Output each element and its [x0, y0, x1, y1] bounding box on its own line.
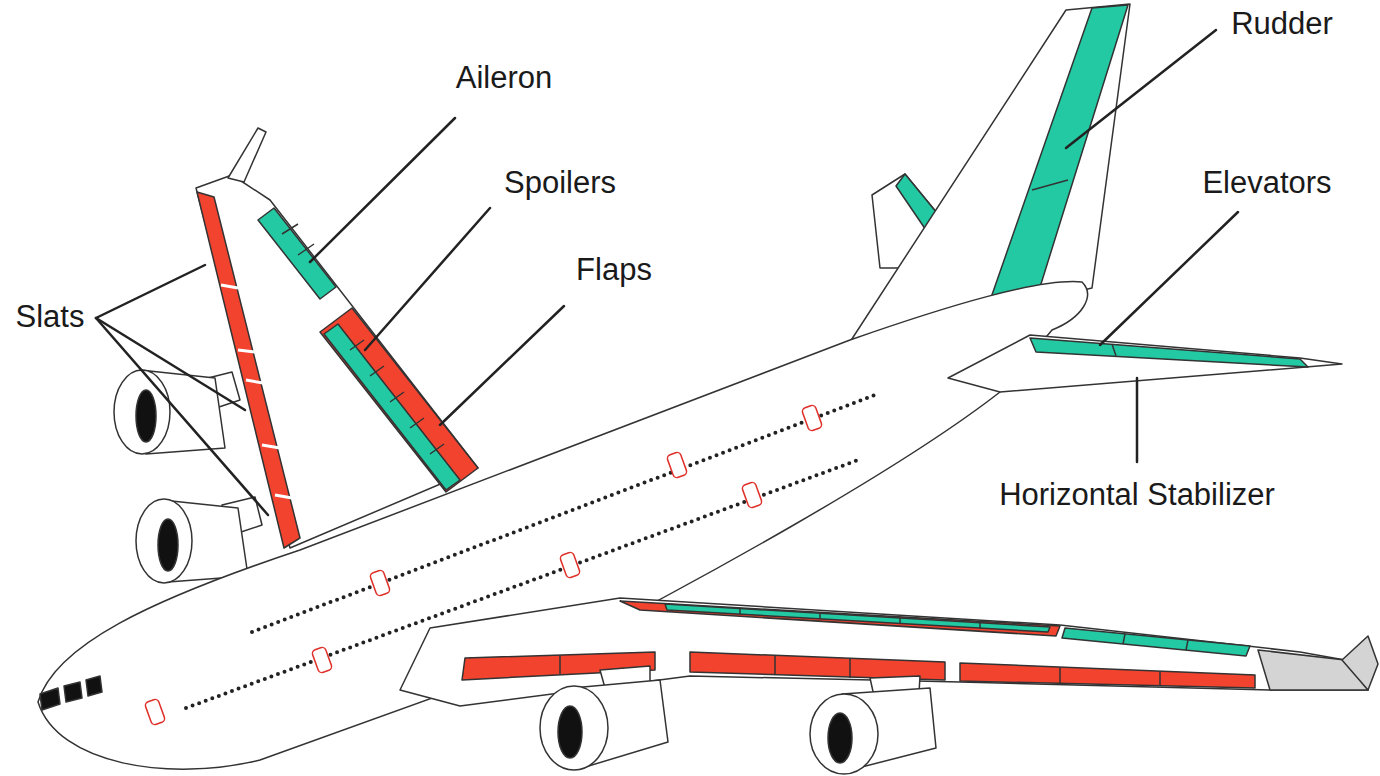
part-label: Spoilers	[504, 166, 616, 200]
engine-fan	[158, 519, 178, 571]
door	[801, 404, 822, 431]
door	[741, 481, 762, 508]
wingtip-fence	[228, 128, 266, 182]
horizontal-stabilizer	[948, 335, 1342, 392]
spoiler	[324, 324, 460, 490]
engine-intake	[810, 694, 878, 774]
fuselage	[38, 282, 1087, 770]
winglet	[1342, 636, 1378, 690]
door	[144, 698, 165, 725]
engine-fan	[136, 390, 156, 442]
aileron-divider	[282, 224, 314, 255]
leader-line	[1136, 378, 1139, 462]
engine-intake	[136, 499, 192, 583]
engine-fan	[558, 706, 582, 758]
aileron	[258, 208, 336, 299]
leader-line	[1100, 212, 1238, 345]
leader-line	[440, 306, 564, 425]
slat	[960, 663, 1255, 688]
rudder	[986, 5, 1128, 312]
door	[311, 646, 332, 673]
rudder-divider	[1032, 180, 1068, 190]
leader-line	[96, 265, 205, 318]
flap	[620, 601, 1060, 636]
engine-fan	[828, 713, 852, 763]
leader-line	[96, 318, 268, 515]
part-label: Flaps	[576, 253, 652, 287]
spoiler	[665, 604, 1050, 632]
engine-intake	[540, 686, 608, 770]
part-label: Horizontal Stabilizer	[999, 478, 1275, 512]
part-label: Aileron	[456, 61, 553, 95]
aileron-divider	[1123, 634, 1188, 650]
leader-line	[96, 318, 245, 410]
leader-line	[310, 118, 455, 262]
leader-line	[1066, 30, 1216, 148]
flap	[320, 308, 478, 492]
door	[559, 551, 580, 578]
leader-line	[365, 208, 490, 350]
elevator-divider	[1112, 344, 1116, 356]
door	[666, 451, 687, 478]
far-wing	[196, 175, 478, 548]
part-label: Slats	[16, 300, 85, 334]
spoiler-divider	[350, 340, 444, 454]
door	[369, 569, 390, 596]
spoiler-divider	[740, 608, 980, 629]
part-label: Elevators	[1202, 166, 1331, 200]
part-label: Rudder	[1231, 7, 1333, 41]
elevator	[1030, 338, 1308, 367]
window-row	[252, 393, 880, 632]
cockpit-window	[40, 676, 102, 710]
aileron	[1062, 628, 1250, 656]
engine-intake	[114, 370, 170, 454]
